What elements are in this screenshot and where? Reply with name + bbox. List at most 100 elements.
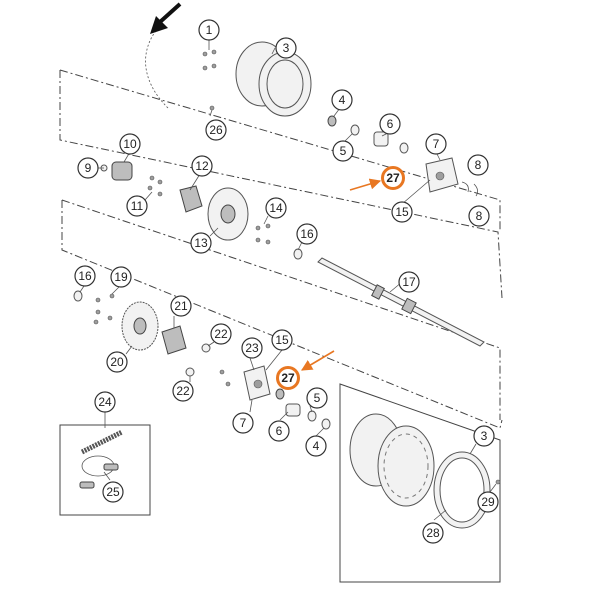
front-rim bbox=[235, 41, 312, 117]
callout-label: 6 bbox=[387, 117, 394, 131]
callout-label: 24 bbox=[98, 395, 112, 409]
callout-label: 28 bbox=[426, 526, 440, 540]
brake-disc bbox=[207, 187, 249, 241]
callout-c1: 1 bbox=[198, 19, 220, 41]
callout-label: 5 bbox=[340, 144, 347, 158]
bolt-set-disc bbox=[255, 223, 271, 245]
spacer-set-middle bbox=[185, 343, 231, 387]
callout-label: 23 bbox=[245, 341, 259, 355]
callout-label: 22 bbox=[214, 327, 228, 341]
callout-c6: 7 bbox=[425, 133, 447, 155]
highlight-label: 27 bbox=[386, 171, 400, 185]
callout-label: 9 bbox=[85, 161, 92, 175]
callout-label: 26 bbox=[209, 123, 223, 137]
callout-label: 12 bbox=[195, 159, 209, 173]
valve bbox=[495, 479, 501, 485]
callout-c7: 8 bbox=[467, 154, 489, 176]
callout-label: 16 bbox=[78, 269, 92, 283]
direction-arrow bbox=[145, 2, 182, 109]
axle-nut-assembly bbox=[100, 161, 133, 181]
sprocket-carrier-top bbox=[179, 185, 203, 213]
callout-c13: 13 bbox=[190, 232, 212, 254]
callout-label: 7 bbox=[240, 416, 247, 430]
rear-hub-flange bbox=[243, 365, 271, 401]
callout-c22: 22 bbox=[210, 323, 232, 345]
highlight-label: 27 bbox=[281, 371, 295, 385]
callout-label: 15 bbox=[395, 205, 409, 219]
callout-label: 22 bbox=[176, 384, 190, 398]
callout-c33: 29 bbox=[477, 491, 499, 513]
callout-c17: 17 bbox=[398, 271, 420, 293]
callout-c26: 5 bbox=[306, 387, 328, 409]
callout-label: 29 bbox=[481, 495, 495, 509]
callout-c20: 21 bbox=[170, 295, 192, 317]
callout-c30: 3 bbox=[473, 425, 495, 447]
callout-c15: 15 bbox=[391, 201, 413, 223]
callout-c31: 24 bbox=[94, 391, 116, 413]
spacer-set-bottom bbox=[275, 388, 331, 430]
bolt-set-sprocket bbox=[93, 293, 115, 325]
washer-top bbox=[293, 248, 303, 260]
rear-rim bbox=[349, 413, 435, 507]
leader-lines bbox=[79, 38, 497, 521]
bolt-set-top bbox=[202, 49, 217, 111]
rear-sprocket bbox=[121, 301, 159, 351]
spacer-set-top bbox=[327, 115, 409, 154]
callout-c4: 5 bbox=[332, 140, 354, 162]
callout-label: 15 bbox=[275, 333, 289, 347]
front-hub-flange bbox=[425, 157, 459, 193]
highlight-arrows bbox=[301, 178, 382, 371]
callout-label: 11 bbox=[131, 199, 144, 213]
callout-label: 20 bbox=[110, 355, 124, 369]
chain-kit bbox=[79, 429, 124, 489]
callout-c16: 16 bbox=[296, 223, 318, 245]
sprocket-carrier-bottom bbox=[161, 325, 187, 355]
callout-label: 17 bbox=[402, 275, 416, 289]
callout-label: 8 bbox=[475, 158, 482, 172]
callout-c27: 7 bbox=[232, 412, 254, 434]
highlight-callout-h2: 27 bbox=[276, 366, 300, 390]
callout-c29: 4 bbox=[305, 435, 327, 457]
callout-c25: 22 bbox=[172, 380, 194, 402]
callout-label: 19 bbox=[114, 270, 128, 284]
callout-c3: 4 bbox=[331, 89, 353, 111]
callout-label: 6 bbox=[276, 424, 283, 438]
callout-label: 4 bbox=[313, 439, 320, 453]
callout-label: 21 bbox=[174, 299, 188, 313]
callout-label: 8 bbox=[476, 209, 483, 223]
callout-c8: 8 bbox=[468, 205, 490, 227]
callout-c34: 28 bbox=[422, 522, 444, 544]
callout-c9: 9 bbox=[77, 157, 99, 179]
callout-label: 1 bbox=[206, 23, 213, 37]
callout-label: 3 bbox=[283, 41, 290, 55]
bolt-set-middle bbox=[147, 175, 163, 197]
callout-label: 3 bbox=[481, 429, 488, 443]
callout-label: 4 bbox=[339, 93, 346, 107]
rear-wheel-box bbox=[339, 383, 501, 583]
callout-c12: 12 bbox=[191, 155, 213, 177]
circlip-pair bbox=[461, 181, 478, 197]
callout-c2: 3 bbox=[275, 37, 297, 59]
callout-c11: 11 bbox=[126, 195, 148, 217]
upper-assembly-frame-top bbox=[59, 69, 501, 232]
axle-shaft bbox=[317, 257, 485, 347]
callout-c21: 20 bbox=[106, 351, 128, 373]
callout-c24: 15 bbox=[271, 329, 293, 351]
callout-c10: 10 bbox=[119, 133, 141, 155]
callout-label: 16 bbox=[300, 227, 314, 241]
callout-label: 14 bbox=[269, 201, 283, 215]
callout-c19: 19 bbox=[110, 266, 132, 288]
callout-c35: 26 bbox=[205, 119, 227, 141]
callout-label: 10 bbox=[123, 137, 137, 151]
callout-label: 13 bbox=[194, 236, 208, 250]
callout-label: 25 bbox=[106, 485, 120, 499]
washer-left bbox=[73, 290, 83, 302]
callout-c23: 23 bbox=[241, 337, 263, 359]
upper-assembly-frame bbox=[59, 70, 503, 299]
highlight-ring bbox=[381, 166, 405, 190]
callout-c28: 6 bbox=[268, 420, 290, 442]
callout-label: 5 bbox=[314, 391, 321, 405]
callout-c14: 14 bbox=[265, 197, 287, 219]
highlight-callout-h1: 27 bbox=[381, 166, 405, 190]
